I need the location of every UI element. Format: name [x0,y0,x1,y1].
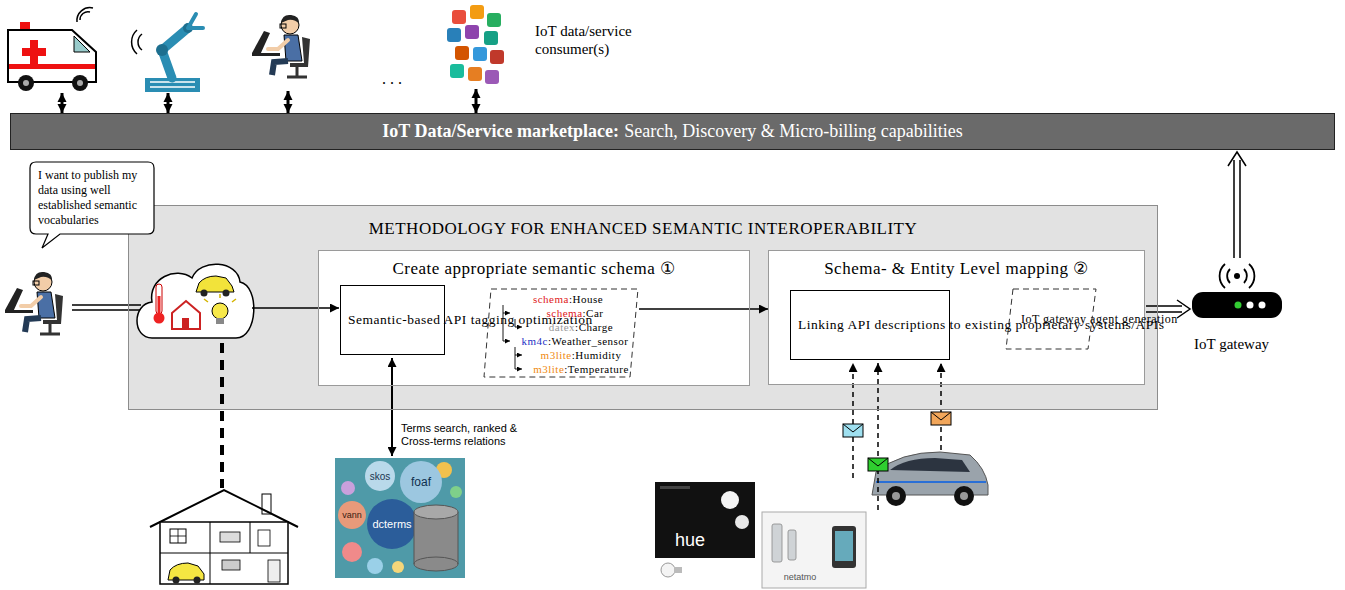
box-fill [768,250,1145,385]
vocabulary-name: skos [370,471,391,482]
double-arrow [391,358,393,456]
process-text: Linking API descriptions to existing pro… [798,317,942,333]
hue-product [655,482,755,577]
stage-title: Schema- & Entity Level mapping ② [780,258,1133,279]
vocabulary-name: vann [342,510,362,520]
methodology-panel: METHODOLOGY FOR ENHANCED SEMANTIC INTERO… [128,205,1158,410]
consumer-arrows [62,89,476,113]
marketplace-bar: IoT Data/Service marketplace:Search, Dis… [10,113,1335,150]
stage-box: Create appropriate semantic schema ① Sema… [318,250,750,386]
ellipsis: . . . [382,70,402,88]
term-prefix: km4c [522,335,548,347]
tree-line [515,369,522,370]
output-text: IoT gateway agent generation [1021,312,1089,326]
process-box: Linking API descriptions to existing pro… [790,290,950,360]
box-fill [318,250,750,386]
device-label: IoT gateway [1194,336,1269,353]
output-parallelogram: IoT gateway agent generation [1005,288,1097,350]
ambulance-icon [8,8,96,91]
term-prefix: m3lite [533,363,564,375]
dashed-link [220,343,224,488]
schema-term: m3lite:Humidity [523,348,639,362]
schema-term: schema:House [497,292,639,306]
vocabulary-cloud [335,458,465,578]
vocabulary-name: foaf [411,475,431,489]
robot-arm-icon [132,14,203,92]
speech-text: I want to publish my data using well est… [38,168,146,228]
schema-term: schema:Car [511,306,639,320]
device-arrows [853,363,941,510]
bubble-outline-path [30,162,154,248]
double-line [72,305,141,310]
process-text: Semantic-based API tagging optimization [348,312,437,328]
speech-bubble: I want to publish my data using well est… [30,162,154,234]
tree-line [503,341,510,342]
bar-text: Search, Discovery & Micro-billing capabi… [624,121,962,142]
stage-title: Create appropriate semantic schema ① [330,258,738,279]
panel-title: METHODOLOGY FOR ENHANCED SEMANTIC INTERO… [129,219,1157,239]
tree-line [503,305,504,341]
dashed-outline [484,289,638,377]
tree-line [515,319,522,327]
input-arrow [252,307,339,309]
box-fill [340,285,445,355]
process-box: Semantic-based API tagging optimization [340,285,445,355]
schema-term: km4c:Weather_sensor [511,334,639,348]
vocabulary-name: dcterms [372,518,411,530]
term-prefix: datex [549,321,575,333]
connector-arrow [639,308,768,310]
house-illustration [150,490,298,584]
dashed-outline [1006,289,1096,349]
consumer-label: IoT data/service consumer(s) [535,22,695,58]
publisher-icon [5,272,63,334]
box-fill [10,113,1335,150]
link-note: Terms search, ranked & Cross-terms relat… [401,422,529,448]
term-prefix: m3lite [541,349,572,361]
schema-term: m3lite:Temperature [523,362,639,376]
box-fill [128,205,1158,410]
apps-icon [447,5,504,84]
term-prefix: schema [547,307,583,319]
schema-term: datex:Charge [523,320,639,334]
product-logo: netatmo [784,572,817,582]
tree-line [503,313,510,314]
product-logo: hue [675,530,705,551]
electric-car [872,452,988,506]
box-fill [790,290,950,360]
person-icon [252,15,310,77]
data-cloud [137,264,254,338]
schema-parallelogram: schema:Houseschema:Cardatex:Chargekm4c:W… [483,288,639,378]
term-prefix: schema [533,293,569,305]
tree-line [515,347,516,369]
stage-box: Schema- & Entity Level mapping ② Linking … [768,250,1145,385]
router-icon [1192,264,1282,318]
tree-line [515,355,522,356]
netatmo-product [762,512,866,588]
message-envelopes [843,412,951,471]
bar-title: IoT Data/Service marketplace: [382,121,619,142]
